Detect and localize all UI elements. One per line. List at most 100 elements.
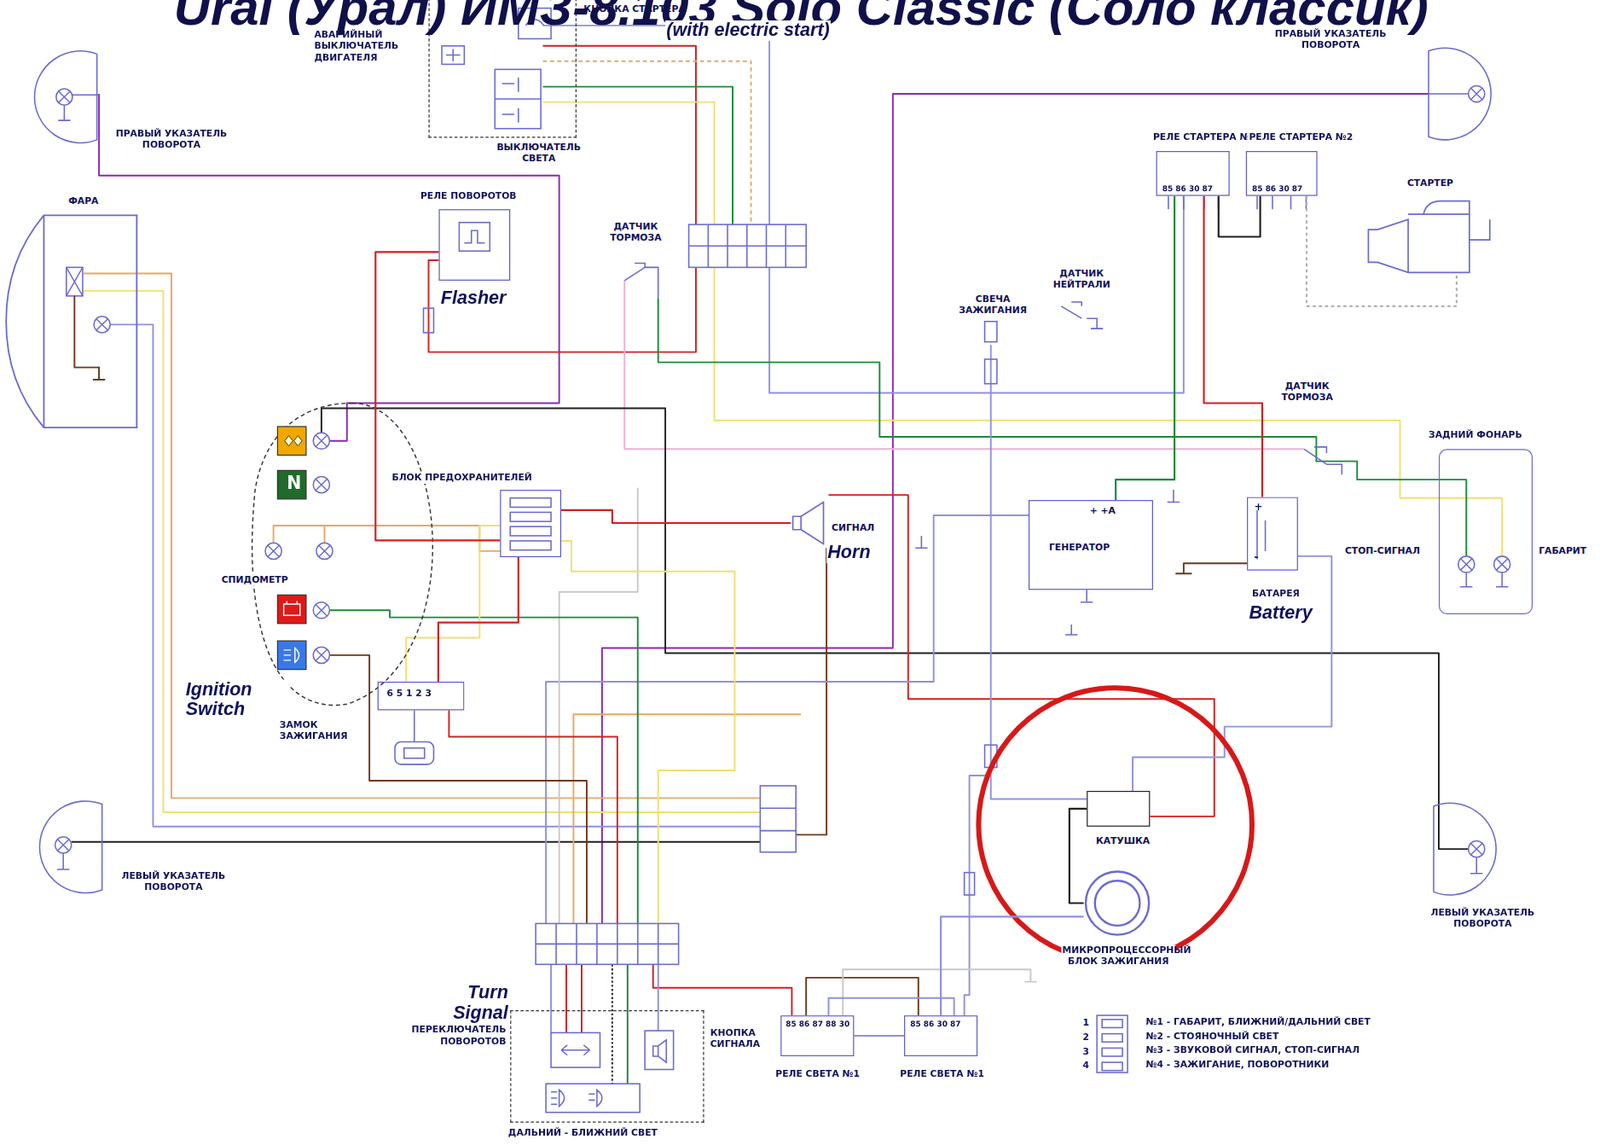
component-drawing: [624, 263, 658, 299]
component-label: КНОПКА СИГНАЛА: [709, 1026, 776, 1050]
wire: [104, 324, 760, 826]
component-drawing: [446, 48, 461, 61]
horn-symbol: СИГНАЛHorn: [790, 499, 827, 546]
wire: [602, 93, 1429, 923]
wire: [543, 46, 696, 225]
component-label: СТАРТЕР: [1406, 177, 1455, 189]
part-label: -: [1252, 550, 1259, 563]
component-drawing: [759, 785, 796, 853]
lamp-symbol: [55, 836, 72, 853]
wire: [405, 525, 500, 682]
indicator-lamp-panel: [277, 469, 307, 499]
component-drawing: [34, 8, 1508, 1113]
component-label: ГЕНЕРАТОР: [1048, 541, 1112, 553]
wire: [1175, 562, 1247, 574]
component-drawing: [653, 1039, 667, 1062]
component-drawing: [985, 359, 998, 384]
component-label: 6 5 1 2 3: [385, 687, 433, 699]
wire: [624, 280, 1305, 449]
wire: [658, 297, 1467, 557]
wire: [714, 266, 1503, 556]
component-drawing: [39, 800, 102, 893]
component-label: СИГНАЛ: [830, 521, 876, 534]
component-drawing: [964, 872, 975, 895]
component-drawing: [1304, 446, 1342, 475]
component-drawing: [535, 922, 679, 964]
component-label: Horn: [826, 542, 872, 563]
wire-connector: [1115, 196, 1175, 500]
wire-connector: [1218, 196, 1261, 238]
part-label: 4: [1081, 1060, 1090, 1072]
component-drawing: [1168, 196, 1307, 210]
lamp-symbol: [58, 91, 70, 103]
component-drawing: [550, 1031, 600, 1067]
part-label: N: [285, 473, 302, 493]
component-drawing: [1101, 1061, 1123, 1071]
component-drawing: [1096, 1014, 1128, 1073]
component-label: ГАБАРИТ: [1537, 545, 1588, 557]
lamp-symbol: [315, 478, 327, 490]
part-label: 1: [1081, 1016, 1090, 1028]
generator-box: + +AГЕНЕРАТОР: [1028, 499, 1154, 590]
lamp-symbol: [265, 542, 282, 559]
lamp-symbol: [313, 602, 330, 619]
wire: [611, 963, 614, 1084]
lamp-symbol: [267, 544, 279, 557]
lamp-symbol: [1471, 87, 1483, 99]
starter-motor-shape: [1368, 201, 1490, 273]
component-label: МИКРОПРОЦЕССОРНЫЙ БЛОК ЗАЖИГАНИЯ: [1060, 944, 1176, 968]
headlight-shape: [5, 214, 139, 429]
part-label: 3: [1081, 1045, 1090, 1057]
component-label: ПЕРЕКЛЮЧАТЕЛЬ ПОВОРОТОВ: [399, 1024, 508, 1047]
component-drawing: [423, 307, 435, 333]
part-label: ДАТЧИК ТОРМОЗА: [1268, 380, 1346, 403]
component-drawing: [644, 1030, 674, 1069]
lamp-symbol: [57, 839, 69, 851]
component-label: СТОП-СИГНАЛ: [1344, 545, 1421, 557]
legend-text: №1 - ГАБАРИТ, БЛИЖНИЙ/ДАЛЬНИЙ СВЕТ: [1144, 1015, 1372, 1027]
headlight: ФАРА: [5, 214, 139, 429]
component-label: РЕЛЕ СТАРТЕРА №1: [1152, 131, 1258, 143]
indicator-lamp-panel: [284, 648, 300, 663]
part-label: ЛЕВЫЙ УКАЗАТЕЛЬ ПОВОРОТА: [112, 869, 236, 893]
component-label: РЕЛЕ ПОВОРОТОВ: [419, 191, 518, 203]
wire: [991, 344, 1087, 799]
component-drawing: [759, 807, 796, 830]
ignition-unit-shape: [1084, 869, 1152, 937]
component-label: АВАРИЙНЫЙ ВЫКЛЮЧАТЕЛЬ ДВИГАТЕЛЯ: [313, 29, 412, 64]
legend-text: №2 - СТОЯНОЧНЫЙ СВЕТ: [1144, 1030, 1280, 1042]
wire-connector: [1204, 196, 1263, 498]
lamp-symbol: [313, 432, 330, 449]
wire: [828, 997, 955, 1015]
lamp-symbol: [313, 476, 330, 493]
tail-light: ЗАДНИЙ ФОНАРЬСТОП-СИГНАЛГАБАРИТ: [1438, 448, 1533, 615]
component-label: БАТАРЕЯ: [1251, 587, 1301, 599]
part-label: 2: [1081, 1031, 1090, 1043]
component-label: КАТУШКА: [1095, 835, 1152, 847]
lamp-symbol: [316, 542, 333, 559]
wire-connector: [561, 510, 791, 523]
starter-motor-shape: [1367, 198, 1496, 276]
component-label: 85 86 30 87: [1251, 183, 1305, 193]
wire: [795, 547, 827, 835]
headlight-shape: [74, 295, 105, 380]
starter-motor: СТАРТЕР: [1367, 198, 1496, 276]
wire: [83, 273, 760, 799]
lamp-symbol: [1468, 85, 1485, 102]
component-drawing: [510, 526, 551, 536]
component-drawing: [1257, 510, 1266, 559]
ignition-unit-shape: [1095, 880, 1141, 926]
wire: [828, 494, 1215, 817]
component-drawing: [441, 46, 464, 65]
component-label: Flasher: [440, 288, 508, 309]
flasher-relay: РЕЛЕ ПОВОРОТОВFlasher: [438, 208, 511, 281]
component-label: РЕЛЕ СВЕТА №1: [898, 1067, 986, 1079]
component-drawing: [510, 540, 551, 551]
component-drawing: [1101, 1047, 1123, 1056]
lamp-symbol: [1494, 556, 1511, 573]
component-drawing: [510, 498, 551, 508]
highlight-circle: [978, 687, 1253, 962]
wire: [83, 290, 760, 812]
lamp-symbol: [1458, 556, 1475, 573]
